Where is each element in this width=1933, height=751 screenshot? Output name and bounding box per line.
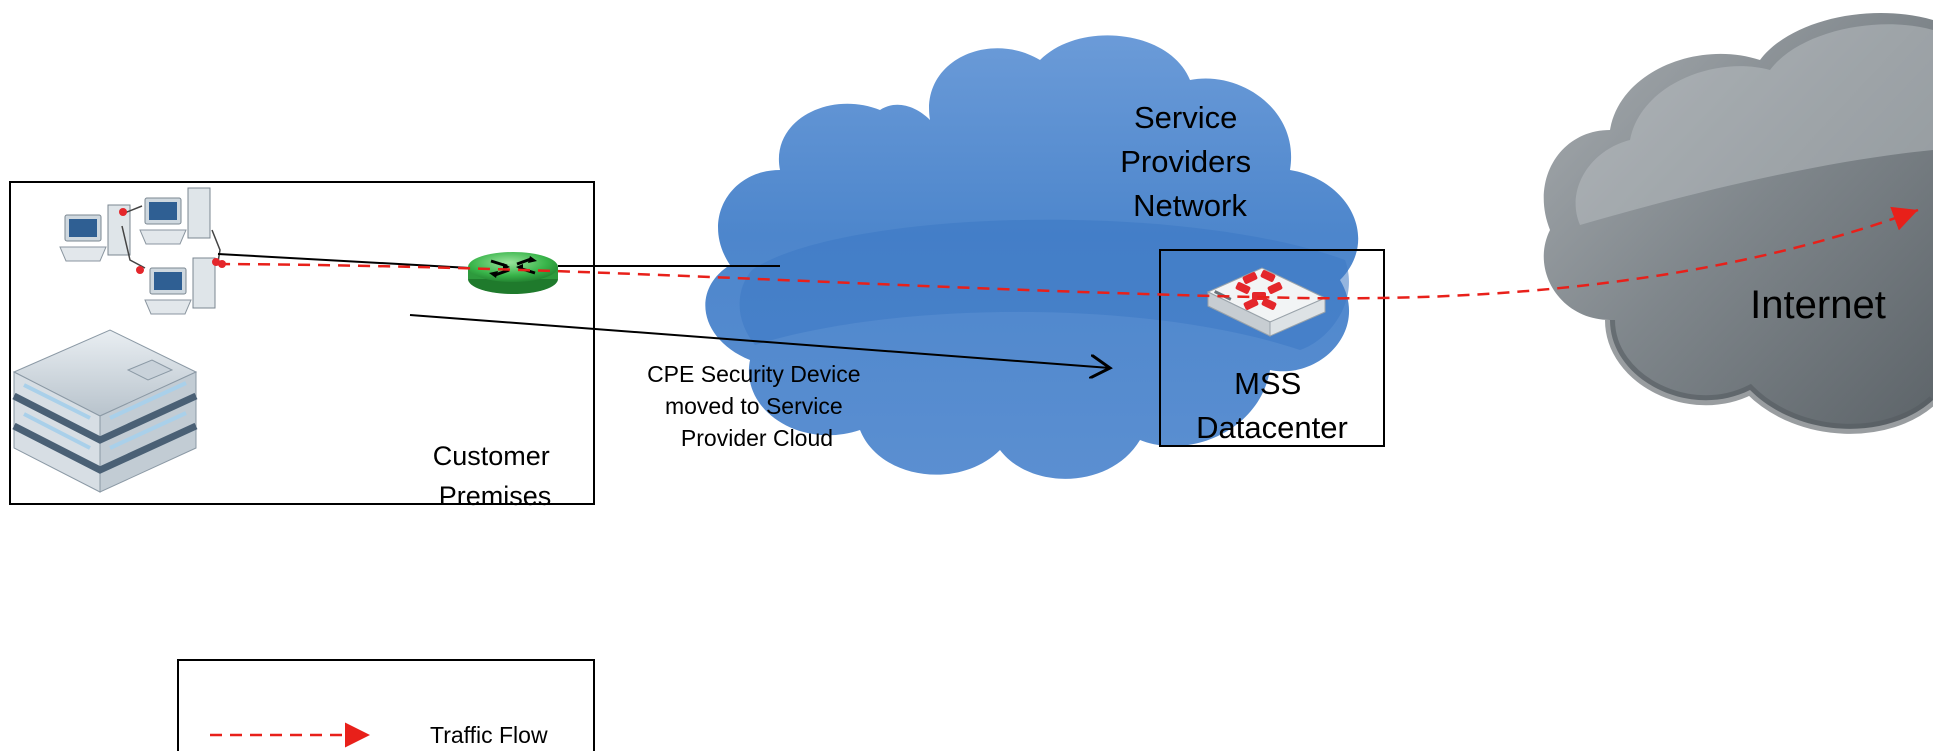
- traffic-origin-dot: [218, 260, 226, 268]
- cpe-move-annotation: CPE Security Device moved to Service Pro…: [647, 361, 867, 451]
- customer-premises-box: [9, 181, 595, 505]
- cpe-move-arrow: [409, 314, 1110, 368]
- security-appliance-icon: [1206, 267, 1327, 337]
- internet-cloud: [1543, 13, 1933, 434]
- mss-datacenter-label: MSS Datacenter: [1196, 366, 1348, 445]
- legend-box: [177, 659, 595, 751]
- legend-traffic-label: Traffic Flow: [430, 722, 548, 748]
- computer-icon: [139, 187, 211, 245]
- legend: Traffic Flow: [177, 659, 595, 751]
- building-icon: [12, 329, 198, 493]
- computer-icon: [59, 204, 131, 262]
- internet-label: Internet: [1750, 283, 1886, 327]
- router-icon: [468, 252, 558, 294]
- computer-icon: [144, 257, 216, 315]
- customer-premises-label: Customer Premises: [433, 441, 558, 511]
- provider-network-title: Service Providers Network: [1120, 100, 1260, 223]
- lan-to-router-link: [217, 253, 471, 269]
- mss-datacenter-box: [1159, 249, 1385, 447]
- service-provider-cloud: [705, 35, 1359, 479]
- traffic-flow-path: [217, 206, 1919, 300]
